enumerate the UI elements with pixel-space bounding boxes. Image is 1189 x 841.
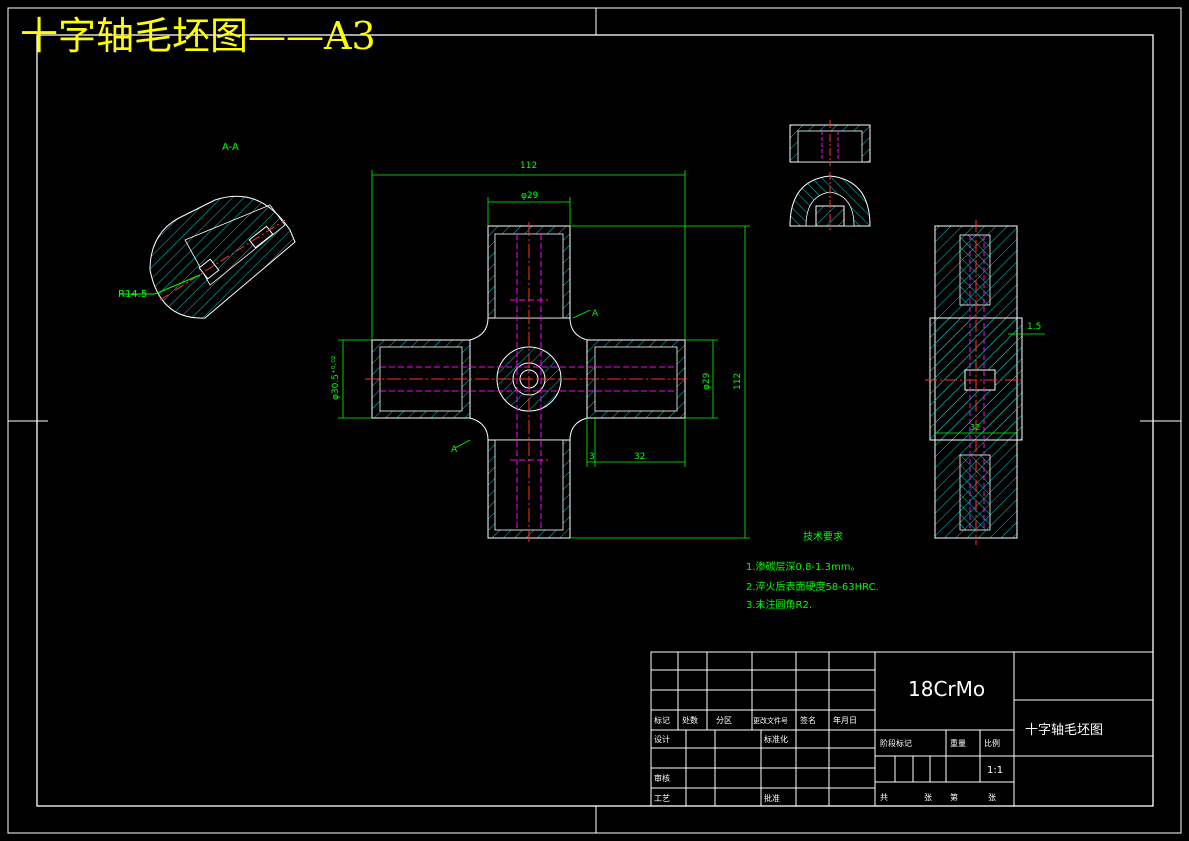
- section-arrow-upper: A: [592, 309, 599, 319]
- dim-dia-left: φ30.5⁺⁰·⁰²: [331, 355, 341, 400]
- tb-sheet-no-end: 张: [988, 793, 996, 802]
- sheet-title: 十字轴毛坯图——A3: [20, 14, 376, 58]
- tb-scale: 1:1: [987, 765, 1003, 776]
- centering-marks: [8, 8, 1181, 833]
- tech-req-item-3: 3.未注圆角R2.: [746, 598, 812, 611]
- tb-weight: 重量: [950, 738, 966, 748]
- title-block: [650, 651, 1154, 807]
- tb-label-date: 年月日: [833, 715, 857, 725]
- side-section-view: [925, 220, 1045, 545]
- dim-1-5: 1.5: [1027, 322, 1041, 332]
- tb-material: 18CrMo: [908, 677, 985, 701]
- section-aa-view: [120, 195, 296, 319]
- tb-process: 工艺: [654, 794, 670, 803]
- tb-sheet-of: 张: [924, 793, 932, 802]
- small-top-view: [789, 120, 871, 166]
- tech-req-item-2: 2.淬火后表面硬度58-63HRC.: [746, 580, 879, 593]
- section-label: A-A: [222, 142, 239, 153]
- dim-32: 32: [634, 452, 645, 462]
- dim-height-112: 112: [733, 373, 743, 390]
- tb-sheet-no: 第: [950, 792, 958, 802]
- tb-label-count: 处数: [682, 715, 698, 725]
- tb-label-change: 更改文件号: [753, 716, 788, 725]
- small-half-view: [789, 172, 871, 230]
- radius-label: R14.5: [118, 289, 147, 300]
- tb-ratio: 比例: [984, 738, 1000, 748]
- dim-dia29-top: φ29: [521, 191, 539, 201]
- dim-3: 3: [589, 452, 595, 462]
- tb-approve: 批准: [764, 793, 780, 803]
- tb-sheets: 共: [880, 793, 888, 802]
- cross-front-view: [365, 222, 690, 542]
- dim-dia29-right: φ29: [702, 372, 712, 390]
- front-dimensions: [338, 170, 750, 539]
- tech-req-item-1: 1.渗碳层深0.8-1.3mm。: [746, 560, 860, 573]
- tb-label-sign: 签名: [800, 715, 816, 725]
- tech-req-heading: 技术要求: [803, 530, 843, 543]
- section-arrow-lower: A: [451, 445, 458, 455]
- dim-width-112: 112: [520, 161, 537, 171]
- tb-design: 设计: [654, 734, 670, 744]
- dim-side-32: 32: [970, 423, 980, 432]
- tb-stage-mark: 阶段标记: [880, 738, 912, 748]
- tb-standardize: 标准化: [764, 734, 788, 744]
- tb-label-mark: 标记: [654, 715, 670, 725]
- tb-review: 审核: [654, 773, 670, 783]
- tb-drawing-name: 十字轴毛坯图: [1025, 723, 1103, 738]
- tb-label-zone: 分区: [716, 716, 732, 725]
